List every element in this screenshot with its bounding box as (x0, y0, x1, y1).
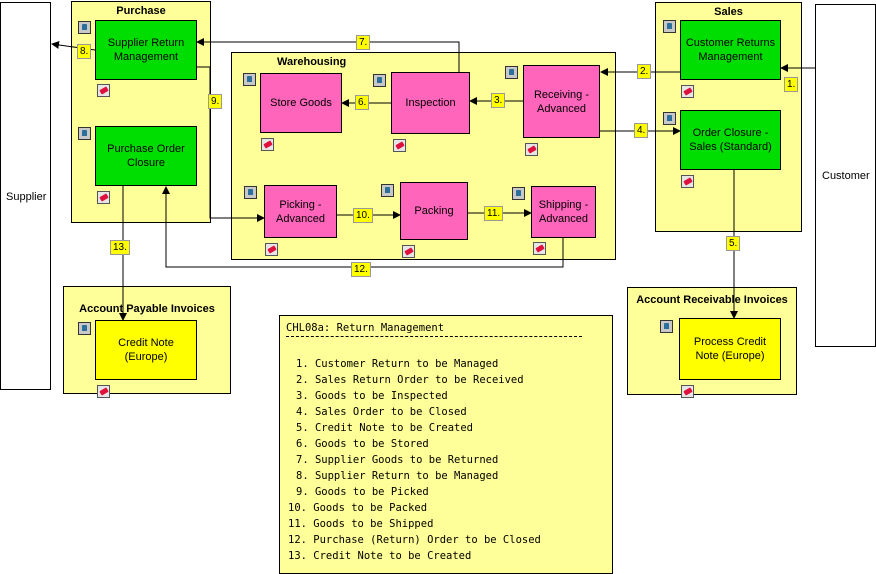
stamp-icon[interactable] (243, 73, 256, 86)
purchase-order-closure-box[interactable]: Purchase Order Closure (95, 126, 197, 186)
eraser-icon[interactable] (97, 385, 110, 398)
stamp-icon[interactable] (373, 74, 386, 87)
flow-number-4: 4. (634, 123, 649, 138)
flow-number-13: 13. (110, 240, 130, 255)
process-credit-note-europe-box[interactable]: Process Credit Note (Europe) (679, 318, 781, 380)
flow-number-1: 1. (784, 77, 799, 92)
eraser-icon[interactable] (261, 138, 274, 151)
legend-item: 7. Supplier Goods to be Returned (296, 454, 499, 466)
order-closure-sales-box[interactable]: Order Closure - Sales (Standard) (680, 110, 781, 170)
eraser-icon[interactable] (97, 84, 110, 97)
account-receivable-group-title: Account Receivable Invoices (636, 294, 788, 306)
store-goods-box[interactable]: Store Goods (260, 73, 342, 133)
legend-item: 3. Goods to be Inspected (296, 390, 448, 402)
legend-item: 8. Supplier Return to be Managed (296, 470, 499, 482)
customer-returns-management-box[interactable]: Customer Returns Management (680, 20, 781, 80)
warehousing-group-title: Warehousing (277, 56, 347, 68)
eraser-icon[interactable] (681, 85, 694, 98)
flow-number-6: 6. (355, 95, 370, 110)
flow-number-7: 7. (356, 35, 371, 50)
legend-item: 1. Customer Return to be Managed (296, 358, 499, 370)
stamp-icon[interactable] (244, 186, 257, 199)
shipping-advanced-box[interactable]: Shipping - Advanced (531, 186, 596, 238)
legend-item: 11. Goods to be Shipped (288, 518, 434, 530)
credit-note-europe-box[interactable]: Credit Note (Europe) (95, 320, 197, 380)
flow-number-8: 8. (77, 44, 92, 59)
stamp-icon[interactable] (512, 187, 525, 200)
flow-number-12: 12. (351, 262, 371, 277)
supplier-lane-label: Supplier (6, 191, 47, 203)
stamp-icon[interactable] (381, 184, 394, 197)
customer-lane-label: Customer (822, 170, 870, 182)
connector-12 (162, 186, 564, 268)
legend-item: 12. Purchase (Return) Order to be Closed (288, 534, 541, 546)
supplier-lane: Supplier (0, 2, 51, 390)
legend-item: 5. Credit Note to be Created (296, 422, 474, 434)
eraser-icon[interactable] (681, 175, 694, 188)
eraser-icon[interactable] (265, 243, 278, 256)
flow-number-11: 11. (484, 206, 504, 221)
customer-lane: Customer (815, 4, 876, 347)
inspection-box[interactable]: Inspection (391, 72, 470, 134)
purchase-group-title: Purchase (116, 5, 166, 17)
supplier-return-management-box[interactable]: Supplier Return Management (95, 20, 197, 80)
legend-item: 6. Goods to be Stored (296, 438, 429, 450)
stamp-icon[interactable] (78, 322, 91, 335)
receiving-advanced-box[interactable]: Receiving - Advanced (523, 65, 600, 138)
legend-item: 4. Sales Order to be Closed (296, 406, 467, 418)
sales-group-title: Sales (714, 6, 743, 18)
stamp-icon[interactable] (505, 66, 518, 79)
account-payable-group-title: Account Payable Invoices (79, 303, 215, 315)
legend-title: CHL08a: Return Management (286, 322, 445, 334)
eraser-icon[interactable] (533, 242, 546, 255)
legend-item: 9. Goods to be Picked (296, 486, 429, 498)
picking-advanced-box[interactable]: Picking - Advanced (264, 185, 337, 238)
stamp-icon[interactable] (663, 112, 676, 125)
legend-item: 10. Goods to be Packed (288, 502, 428, 514)
eraser-icon[interactable] (525, 143, 538, 156)
flow-number-2: 2. (637, 64, 652, 79)
flow-number-3: 3. (491, 93, 506, 108)
flow-number-5: 5. (726, 236, 741, 251)
packing-box[interactable]: Packing (400, 182, 468, 240)
connector-7 (196, 38, 460, 72)
eraser-icon[interactable] (393, 139, 406, 152)
connector-9 (197, 66, 265, 222)
legend-box: CHL08a: Return Management 1. Customer Re… (279, 315, 613, 574)
stamp-icon[interactable] (78, 127, 91, 140)
eraser-icon[interactable] (402, 245, 415, 258)
eraser-icon[interactable] (681, 385, 694, 398)
eraser-icon[interactable] (97, 191, 110, 204)
stamp-icon[interactable] (78, 21, 91, 34)
stamp-icon[interactable] (660, 320, 673, 333)
stamp-icon[interactable] (663, 20, 676, 33)
legend-separator (286, 336, 582, 337)
legend-item: 2. Sales Return Order to be Received (296, 374, 524, 386)
flow-number-9: 9. (208, 94, 223, 109)
legend-item: 13. Credit Note to be Created (288, 550, 472, 562)
flow-number-10: 10. (353, 208, 373, 223)
